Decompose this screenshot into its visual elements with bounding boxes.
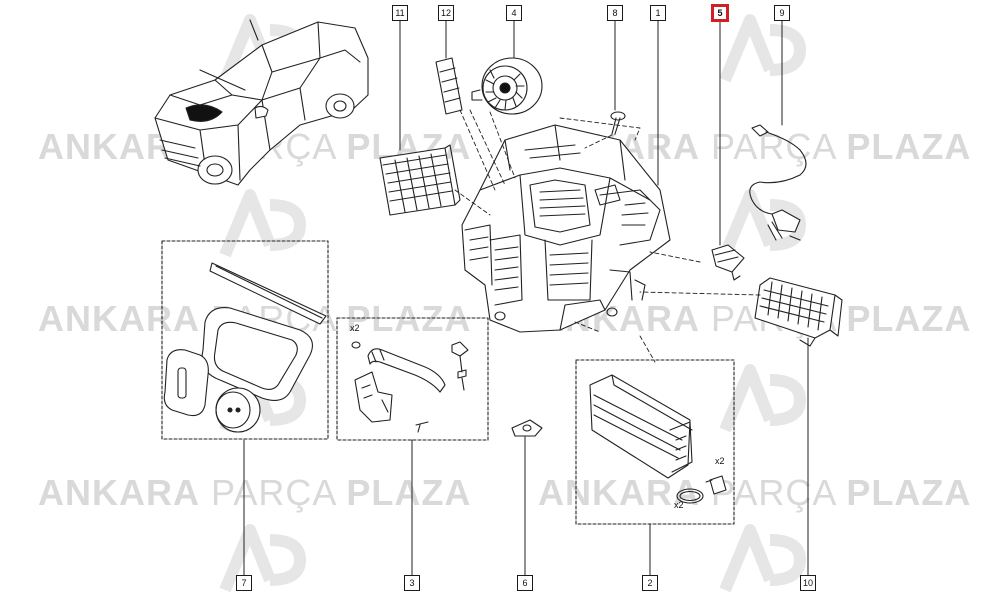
callout-1: 1 (650, 5, 666, 21)
callout-6: 6 (517, 575, 533, 591)
callout-7: 7 (236, 575, 252, 591)
watermark-logo-3 (219, 189, 306, 258)
watermark-logo-8 (719, 524, 806, 593)
watermark-logo-7 (219, 524, 306, 593)
watermark-logo-6 (719, 364, 806, 433)
assembly-guides (454, 109, 761, 363)
callout-11: 11 (392, 5, 408, 21)
part-11-filter-panel (379, 144, 461, 216)
kit-2-oring-quantity-label: x2 (674, 500, 684, 510)
part-6-bracket (511, 419, 543, 437)
part-12-filter-strip (435, 57, 463, 115)
callout-2: 2 (642, 575, 658, 591)
kit-3-quantity-label: x2 (350, 323, 360, 333)
part-8-screw (610, 111, 626, 135)
callout-5-highlighted: 5 (711, 4, 729, 22)
callout-12: 12 (438, 5, 454, 21)
callout-8: 8 (607, 5, 623, 21)
part-9-wire-harness (749, 124, 807, 241)
part-10-ptc-heater (754, 277, 843, 347)
kit-2-screw-quantity-label: x2 (715, 456, 725, 466)
part-5-resistor-module (711, 244, 745, 281)
callout-3: 3 (404, 575, 420, 591)
part-1-heater-housing (461, 124, 671, 333)
watermark-logo-2 (719, 14, 806, 83)
callout-10: 10 (800, 575, 816, 591)
kit-7-box (161, 240, 329, 440)
callout-9: 9 (774, 5, 790, 21)
car-illustration (154, 19, 369, 186)
kit-2-box (575, 359, 735, 525)
callout-leaders (243, 19, 809, 576)
callout-4: 4 (506, 5, 522, 21)
part-4-blower-motor (471, 57, 543, 115)
kit-3-box (336, 317, 489, 441)
